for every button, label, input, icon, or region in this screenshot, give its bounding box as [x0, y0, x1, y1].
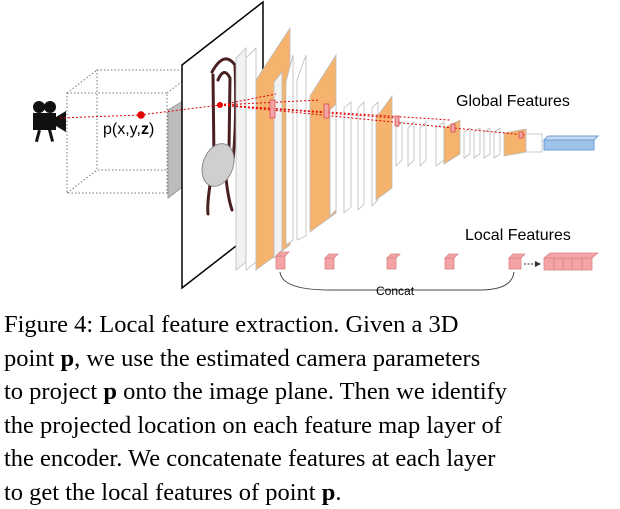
local-feature-cubes	[276, 252, 525, 269]
camera-icon	[33, 101, 66, 142]
global-features-label: Global Features	[456, 93, 570, 111]
caption-line: to get the local features of point p.	[4, 476, 614, 509]
caption-line: the projected location on each feature m…	[4, 409, 614, 443]
caption-line: point p, we use the estimated camera par…	[4, 342, 614, 376]
concat-label: Concat	[376, 284, 414, 298]
figure-caption: Figure 4: Local feature extraction. Give…	[4, 308, 614, 509]
caption-line: to project p onto the image plane. Then …	[4, 375, 614, 409]
caption-bold-symbol: p	[322, 479, 336, 506]
projected-point-marker	[217, 102, 223, 108]
point-label-z: z	[141, 121, 149, 138]
caption-text: to project	[4, 378, 103, 405]
point-p-marker	[137, 111, 145, 119]
caption-text: , we use the estimated camera parameters	[74, 345, 480, 372]
caption-bold-symbol: p	[61, 345, 75, 372]
caption-bold-symbol: p	[103, 378, 117, 405]
network-diagram-svg	[0, 0, 620, 300]
caption-line: Figure 4: Local feature extraction. Give…	[4, 308, 614, 342]
figure-diagram: Global Features Local Features Concat p(…	[0, 0, 620, 300]
caption-text: the encoder. We concatenate features at …	[4, 445, 495, 472]
caption-text: onto the image plane. Then we identify	[117, 378, 507, 405]
point-label-suffix: )	[149, 121, 154, 138]
global-feature-vector	[544, 136, 598, 150]
caption-text: Figure 4: Local feature extraction. Give…	[4, 311, 458, 338]
caption-text: point	[4, 345, 61, 372]
caption-text: the projected location on each feature m…	[4, 412, 502, 439]
point-label-prefix: p(x,y,	[103, 121, 141, 138]
point-coordinate-label: p(x,y,z)	[103, 121, 154, 139]
concatenated-local-feature	[544, 253, 598, 270]
caption-text: to get the local features of point	[4, 479, 322, 506]
caption-text: .	[335, 479, 341, 506]
caption-line: the encoder. We concatenate features at …	[4, 442, 614, 476]
local-features-label: Local Features	[465, 227, 571, 245]
